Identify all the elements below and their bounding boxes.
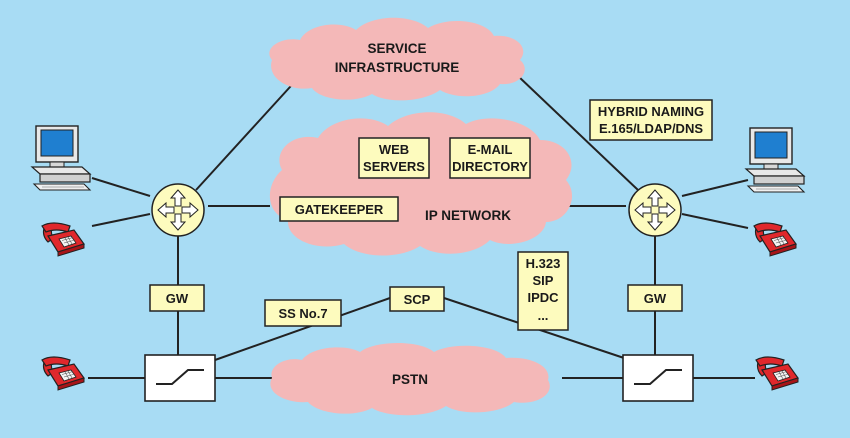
switch-left-icon xyxy=(144,354,216,402)
service-label-line1: SERVICE xyxy=(367,41,426,56)
pstn-label: PSTN xyxy=(392,372,428,387)
switch-right-icon xyxy=(622,354,694,402)
hybrid-naming-line2: E.165/LDAP/DNS xyxy=(599,121,703,136)
web-servers-line1: WEB xyxy=(379,142,409,157)
computer-left-icon xyxy=(31,125,91,191)
scp-label: SCP xyxy=(404,292,431,307)
router-right-icon xyxy=(628,183,682,237)
computer-right-icon xyxy=(745,127,805,193)
hybrid-naming-box: HYBRID NAMING E.165/LDAP/DNS xyxy=(589,99,713,141)
link-left-switch-scp xyxy=(214,297,391,361)
link-service-right-router xyxy=(517,75,639,191)
gateway-left-label: GW xyxy=(166,291,189,306)
telephone-left-bottom-icon xyxy=(41,356,85,391)
web-servers-box: WEB SERVERS xyxy=(358,137,430,179)
protocol-h323: H.323 xyxy=(526,256,561,271)
protocol-sip: SIP xyxy=(533,273,554,288)
gatekeeper-box: GATEKEEPER xyxy=(279,196,399,222)
email-directory-line1: E-MAIL xyxy=(468,142,513,157)
service-label-line2: INFRASTRUCTURE xyxy=(335,60,460,75)
router-left-icon xyxy=(151,183,205,237)
gateway-left-box: GW xyxy=(149,284,205,312)
email-directory-line2: DIRECTORY xyxy=(452,159,528,174)
hybrid-naming-line1: HYBRID NAMING xyxy=(598,104,704,119)
gatekeeper-label: GATEKEEPER xyxy=(295,202,384,217)
link-left-pc-router xyxy=(91,177,151,197)
telephone-right-bottom-icon xyxy=(755,356,799,391)
ss7-box: SS No.7 xyxy=(264,299,342,327)
ip-network-label: IP NETWORK xyxy=(425,208,511,223)
pstn-cloud-icon: PSTN xyxy=(270,343,550,416)
scp-box: SCP xyxy=(389,286,445,312)
link-left-router-service xyxy=(195,75,301,191)
web-servers-line2: SERVERS xyxy=(363,159,425,174)
telephone-left-top-icon xyxy=(41,222,85,257)
telephone-right-top-icon xyxy=(753,222,797,257)
email-directory-box: E-MAIL DIRECTORY xyxy=(449,137,531,179)
link-right-router-pc xyxy=(681,179,749,197)
gateway-right-box: GW xyxy=(627,284,683,312)
gateway-right-label: GW xyxy=(644,291,667,306)
protocols-box: H.323 SIP IPDC ... xyxy=(517,251,569,331)
link-right-router-phone xyxy=(681,213,749,229)
link-left-phone-router xyxy=(91,213,151,227)
service-infrastructure-cloud-icon: SERVICE INFRASTRUCTURE xyxy=(269,17,525,101)
ss7-label: SS No.7 xyxy=(278,306,327,321)
protocol-ipdc: IPDC xyxy=(527,290,559,305)
ip-network-cloud-icon: IP NETWORK xyxy=(269,112,573,256)
protocol-more: ... xyxy=(538,308,549,323)
